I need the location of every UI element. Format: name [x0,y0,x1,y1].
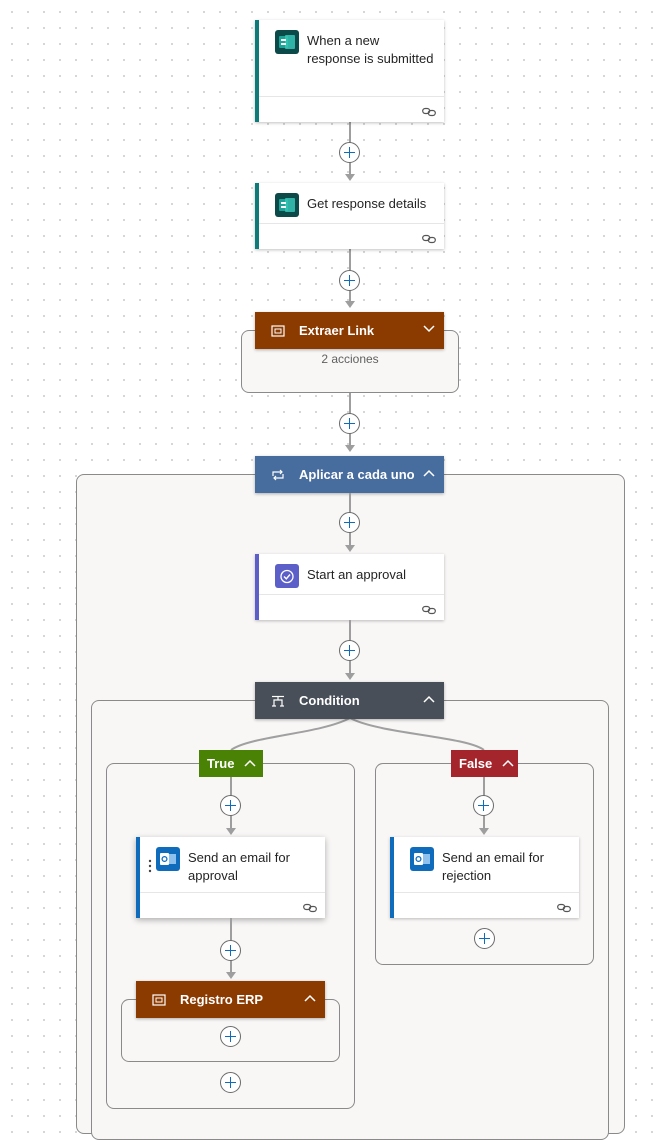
true-label-text: True [207,756,235,771]
connector-arrow [345,445,355,452]
connector-arrow [226,828,236,835]
email-approval-card[interactable]: Send an email for approval [136,837,325,918]
card-footer [140,892,325,918]
false-label-text: False [459,756,493,771]
loop-icon [271,469,285,481]
card-footer [259,223,444,249]
false-branch-label[interactable]: False [451,750,518,777]
condition-icon [271,695,285,707]
link-icon [303,903,317,913]
card-footer [394,892,579,918]
chevron-up-icon[interactable] [422,466,436,480]
outlook-icon [156,847,180,871]
insert-step-button[interactable] [339,640,360,661]
insert-step-button[interactable] [474,928,495,949]
insert-step-button[interactable] [220,795,241,816]
trigger-card[interactable]: When a new response is submitted [255,20,444,122]
link-icon [422,107,436,117]
get-details-card[interactable]: Get response details [255,183,444,249]
get-details-title: Get response details [307,196,427,211]
scope-icon [271,324,285,337]
approvals-icon [275,564,299,588]
registro-erp-title: Registro ERP [180,992,264,1007]
link-icon [422,234,436,244]
outlook-icon [410,847,434,871]
trigger-title: When a new response is submitted [307,33,434,66]
condition-title: Condition [299,693,360,708]
email-approval-title: Send an email for approval [188,850,290,883]
email-rejection-card[interactable]: Send an email for rejection [390,837,579,918]
chevron-up-icon[interactable] [303,991,317,1005]
scope-icon [152,993,166,1006]
true-branch-label[interactable]: True [199,750,263,777]
chevron-up-icon[interactable] [244,758,256,770]
drag-handle-icon[interactable] [148,859,152,873]
insert-step-button[interactable] [220,1072,241,1093]
registro-erp-header[interactable]: Registro ERP [136,981,325,1018]
connector-arrow [345,174,355,181]
insert-step-button[interactable] [339,142,360,163]
insert-step-button[interactable] [339,270,360,291]
extraer-link-header[interactable]: Extraer Link [255,312,444,349]
insert-step-button[interactable] [473,795,494,816]
insert-step-button[interactable] [220,940,241,961]
connector-arrow [345,301,355,308]
connector-arrow [345,673,355,680]
foreach-header[interactable]: Aplicar a cada uno [255,456,444,493]
insert-step-button[interactable] [339,413,360,434]
link-icon [422,605,436,615]
forms-icon [275,30,299,54]
foreach-title: Aplicar a cada uno [299,467,415,482]
chevron-down-icon[interactable] [422,322,436,336]
scope-action-count: 2 acciones [321,352,379,366]
connector-arrow [479,828,489,835]
connector-arrow [345,545,355,552]
approval-title: Start an approval [307,567,407,582]
email-rejection-title: Send an email for rejection [442,850,544,883]
card-footer [259,96,444,122]
connector-arrow [226,972,236,979]
forms-icon [275,193,299,217]
condition-header[interactable]: Condition [255,682,444,719]
chevron-up-icon[interactable] [502,758,514,770]
link-icon [557,903,571,913]
extraer-link-title: Extraer Link [299,323,375,338]
insert-step-button[interactable] [339,512,360,533]
insert-step-button[interactable] [220,1026,241,1047]
approval-card[interactable]: Start an approval [255,554,444,620]
chevron-up-icon[interactable] [422,692,436,706]
branch-connectors [230,717,485,751]
card-footer [259,594,444,620]
